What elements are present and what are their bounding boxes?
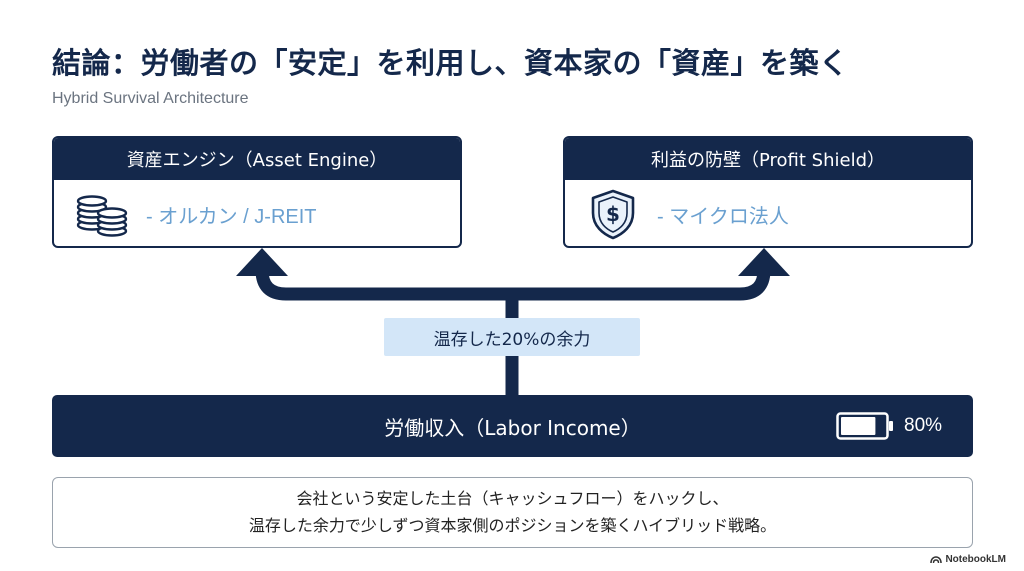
asset-engine-card: 資産エンジン（Asset Engine） - オルカン / J-REIT — [52, 136, 462, 248]
battery-fill — [841, 417, 876, 435]
arrow-head-left — [236, 248, 288, 276]
labor-income-label: 労働収入（Labor Income） — [384, 415, 641, 440]
profit-shield-card-title: 利益の防壁（Profit Shield） — [565, 138, 971, 180]
arrow-head-right — [738, 248, 790, 276]
brand-name: NotebookLM — [945, 554, 1006, 565]
battery-indicator: 80% — [836, 412, 942, 440]
page-title: 結論：労働者の「安定」を利用し、資本家の「資産」を築く — [52, 46, 849, 80]
battery-percentage: 80% — [904, 415, 943, 436]
svg-text:$: $ — [606, 202, 620, 226]
profit-shield-item: - マイクロ法人 — [657, 205, 789, 228]
coins-icon — [72, 187, 132, 241]
battery-icon — [836, 412, 893, 440]
strategy-note: 会社という安定した土台（キャッシュフロー）をハックし、 温存した余力で少しずつ資… — [52, 477, 973, 548]
brand-watermark: NotebookLM — [930, 554, 1006, 565]
notebooklm-logo-icon — [930, 555, 943, 563]
reserve-capacity-label: 温存した20%の余力 — [384, 318, 640, 356]
asset-engine-card-title: 資産エンジン（Asset Engine） — [54, 138, 460, 180]
labor-income-bar: 労働収入（Labor Income） 80% — [52, 395, 973, 457]
page-subtitle: Hybrid Survival Architecture — [52, 90, 249, 107]
asset-engine-item: - オルカン / J-REIT — [146, 205, 317, 228]
strategy-note-line-1: 会社という安定した土台（キャッシュフロー）をハックし、 — [296, 489, 729, 509]
profit-shield-card: 利益の防壁（Profit Shield） $ - マイクロ法人 — [563, 136, 973, 248]
strategy-note-line-2: 温存した余力で少しずつ資本家側のポジションを築くハイブリッド戦略。 — [248, 515, 777, 535]
shield-dollar-icon: $ — [583, 187, 643, 241]
